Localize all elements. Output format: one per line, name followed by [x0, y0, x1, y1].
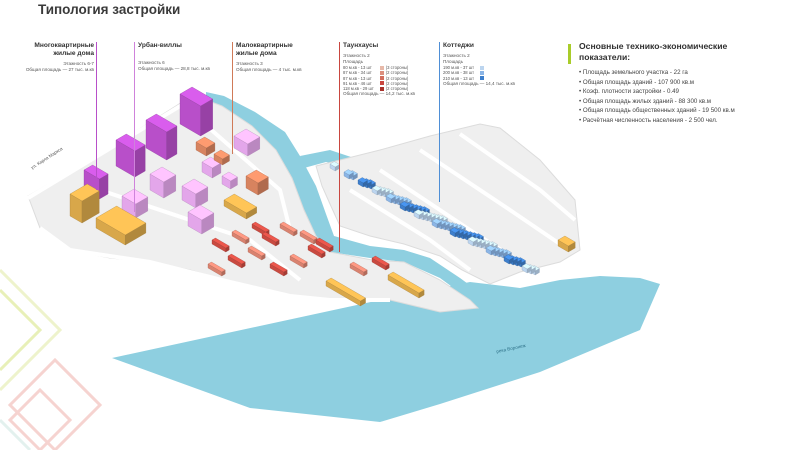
callout-line-urban: [134, 42, 136, 212]
category-cott: Коттеджи Этажность 2 Площадь 190 м.кв - …: [443, 42, 543, 87]
building-cottage: [521, 263, 532, 274]
category-urban: Урбан-виллы Этажность 6 Общая площадь — …: [138, 42, 238, 72]
building-multi: [179, 86, 213, 137]
building-cottage: [503, 254, 514, 265]
building-cottage: [399, 201, 410, 212]
building-cottage: [385, 193, 396, 204]
category-title: Таунхаусы: [343, 42, 379, 49]
building-townhouse: [279, 221, 298, 237]
corner-logo-icon: [0, 268, 103, 450]
building-public: [325, 277, 366, 307]
category-area-label: Площадь: [443, 59, 463, 64]
building-urban: [149, 166, 177, 199]
table-row: 200 м.кв - 38 шт: [443, 70, 486, 75]
building-multi: [115, 133, 146, 178]
building-urban: [201, 156, 222, 179]
table-row: 91 м.кв - 46 шт(2 стороны): [343, 80, 409, 86]
building-public: [557, 235, 576, 253]
table-row: 118 м.кв - 29 шт(2 стороны): [343, 86, 409, 92]
category-area: Общая площадь — 27 тыс. м.кв: [25, 67, 94, 72]
category-title: Коттеджи: [443, 42, 474, 49]
indicators-title: Основные технико-экономические показател…: [579, 41, 728, 62]
callout-line-multi: [96, 42, 98, 190]
category-multi: Многоквартирные жилые дома Этажность 6-7…: [20, 42, 94, 73]
building-townhouse: [315, 237, 334, 253]
creek: [206, 92, 510, 324]
building-low: [245, 169, 269, 196]
building-cottage: [357, 177, 368, 188]
callout-line-town: [339, 42, 341, 252]
building-townhouse: [261, 231, 280, 247]
accent-bar: [568, 44, 571, 64]
category-area: Общая площадь — 4 тыс. м.кв: [236, 67, 302, 72]
category-floors: Этажность 3: [236, 61, 263, 66]
category-total: Общая площадь — 14,2 тыс. м.кв: [343, 91, 415, 97]
building-low: [195, 136, 216, 157]
category-area: Общая площадь — 28,8 тыс. м.кв: [138, 66, 210, 71]
category-title: Малоквартирные жилые дома: [236, 42, 293, 57]
list-item: • Общая площадь жилых зданий - 88 300 кв…: [579, 97, 712, 105]
page-title: Типология застройки: [38, 2, 181, 17]
building-townhouse: [289, 253, 308, 269]
building-cottage: [329, 161, 340, 172]
building-townhouse: [269, 261, 288, 277]
cottage-table: 190 м.кв - 37 шт 200 м.кв - 38 шт 210 м.…: [443, 65, 486, 81]
building-cottage: [413, 209, 424, 220]
building-townhouse: [211, 237, 230, 253]
building-public: [223, 193, 257, 220]
building-urban: [187, 204, 215, 235]
building-townhouse: [349, 261, 368, 277]
category-title: Многоквартирные жилые дома: [34, 42, 94, 57]
table-row: 190 м.кв - 37 шт: [443, 65, 486, 70]
building-low: [213, 149, 230, 166]
building-townhouse: [299, 229, 318, 245]
table-row: 80 м.кв - 13 шт(3 стороны): [343, 65, 409, 70]
building-cottage: [449, 227, 460, 238]
list-item: • Общая площадь общественных зданий - 19…: [579, 107, 735, 115]
list-item: • Коэф. плотности застройки - 0.49: [579, 88, 680, 96]
building-cottage: [431, 218, 442, 229]
building-townhouse: [227, 253, 246, 269]
table-row: 210 м.кв - 13 шт: [443, 76, 486, 81]
building-urban: [221, 171, 238, 190]
building-multi: [145, 113, 178, 161]
building-public: [387, 271, 425, 299]
indicators-list: • Площадь земельного участка - 22 га • О…: [579, 68, 783, 126]
building-townhouse: [371, 255, 390, 271]
table-row: 87 м.кв - 13 шт(2 стороны): [343, 75, 409, 81]
building-townhouse: [247, 245, 266, 261]
category-floors: Этажность 2: [343, 53, 370, 58]
building-urban: [233, 128, 261, 157]
callout-line-low: [232, 42, 234, 154]
category-total: Общая площадь — 14,4 тыс. м.кв: [443, 80, 515, 86]
building-townhouse: [307, 243, 326, 259]
list-item: • Общая площадь зданий - 107 900 кв.м: [579, 78, 695, 86]
river-area: [112, 276, 660, 422]
category-town: Таунхаусы Этажность 2 Площадь 80 м.кв - …: [343, 42, 438, 97]
list-item: • Расчётная численность населения - 2 50…: [579, 116, 718, 124]
category-low: Малоквартирные жилые дома Этажность 3 Об…: [236, 42, 336, 73]
table-row: 87 м.кв - 34 шт(2 стороны): [343, 70, 409, 76]
list-item: • Площадь земельного участка - 22 га: [579, 69, 688, 76]
building-cottage: [371, 185, 382, 196]
building-townhouse: [231, 229, 250, 245]
category-title: Урбан-виллы: [138, 42, 182, 49]
building-cottage: [343, 169, 354, 180]
townhouse-table: 80 м.кв - 13 шт(3 стороны) 87 м.кв - 34 …: [343, 65, 408, 91]
building-townhouse: [207, 261, 226, 277]
callout-line-cott: [439, 42, 441, 202]
indicators-panel: Основные технико-экономические показател…: [568, 41, 783, 126]
category-floors: Этажность 6-7: [63, 61, 94, 66]
building-urban: [181, 178, 209, 209]
building-cottage: [485, 245, 496, 256]
category-area-label: Площадь: [343, 59, 363, 64]
building-public: [69, 183, 100, 224]
category-floors: Этажность 2: [443, 53, 470, 58]
building-cottage: [467, 236, 478, 247]
building-public: [95, 205, 147, 246]
category-floors: Этажность 6: [138, 60, 165, 65]
